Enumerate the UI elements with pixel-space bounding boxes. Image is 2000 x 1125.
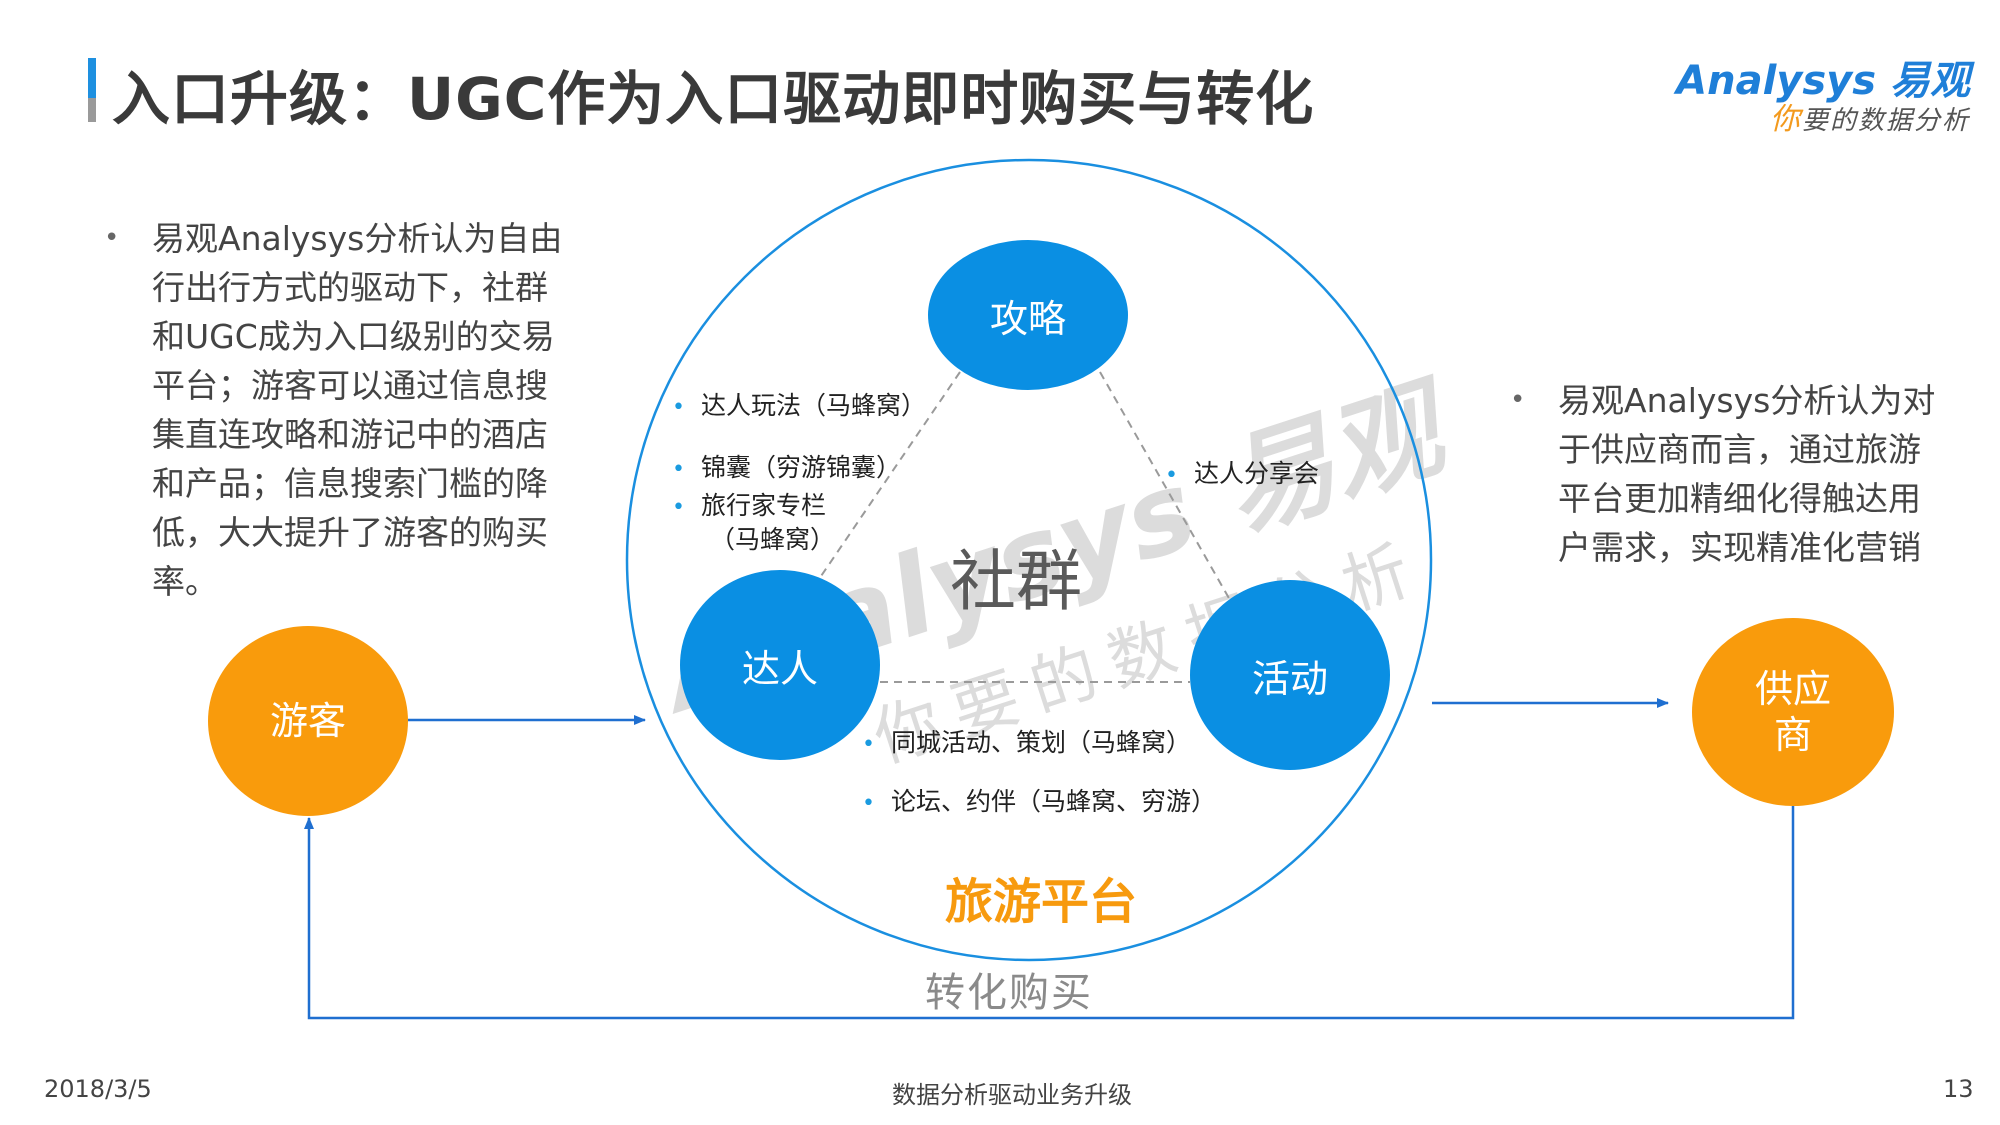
analysys-logo: Analysys 易观 你要的数据分析 — [1676, 48, 1970, 137]
triangle-edge-left — [814, 371, 961, 586]
bullet-icon: • — [104, 223, 120, 253]
node-supplier: 供应 商 — [1692, 618, 1894, 806]
node-tourist: 游客 — [208, 626, 408, 816]
logo-brand: Analysys 易观 — [1676, 48, 1970, 106]
bullet-dot-icon: • — [672, 457, 685, 482]
feature-item: • 达人分享会 — [1165, 458, 1319, 492]
feature-text-continued: （马蜂窝） — [710, 525, 836, 554]
logo-brand-cn: 易观 — [1890, 58, 1970, 104]
logo-brand-en: Analysys — [1676, 58, 1877, 104]
feature-item: • 锦囊（穷游锦囊） — [672, 452, 901, 486]
node-guides-label: 攻略 — [989, 296, 1066, 341]
left-analysis-text: • 易观Analysys分析认为自由行出行方式的驱动下，社群和UGC成为入口级别… — [104, 214, 564, 606]
bullet-icon: • — [1510, 385, 1526, 415]
bullet-dot-icon: • — [862, 791, 875, 816]
node-supplier-label-line1: 供应 — [1754, 667, 1831, 711]
feature-item: • 达人玩法（马蜂窝） — [672, 390, 926, 424]
footer-date: 2018/3/5 — [44, 1075, 152, 1103]
node-guides: 攻略 — [928, 240, 1128, 390]
bullet-dot-icon: • — [672, 395, 685, 420]
title-accent-bar — [88, 58, 96, 122]
node-experts: 达人 — [680, 570, 880, 760]
feature-text: 论坛、约伴（马蜂窝、穷游） — [890, 787, 1216, 816]
page-title: 入口升级：UGC作为入口驱动即时购买与转化 — [112, 65, 1315, 133]
node-activities: 活动 — [1190, 580, 1390, 770]
feature-item: • 论坛、约伴（马蜂窝、穷游） — [862, 786, 1216, 820]
arrow-conversion-loop — [304, 806, 1795, 1020]
feature-text: 锦囊（穷游锦囊） — [700, 453, 901, 482]
footer-report-title: 数据分析驱动业务升级 — [892, 1081, 1132, 1109]
travel-platform-circle — [625, 158, 1433, 962]
feature-item: • 旅行家专栏 （马蜂窝） — [672, 490, 835, 556]
logo-slogan-rest: 要的数据分析 — [1801, 106, 1970, 136]
left-analysis-paragraph: 易观Analysys分析认为自由行出行方式的驱动下，社群和UGC成为入口级别的交… — [152, 219, 563, 601]
feature-text: 达人分享会 — [1193, 459, 1319, 488]
node-experts-label: 达人 — [741, 646, 818, 691]
feature-item: • 同城活动、策划（马蜂窝） — [862, 727, 1191, 761]
feature-text: 同城活动、策划（马蜂窝） — [890, 728, 1191, 757]
node-tourist-label: 游客 — [269, 699, 346, 743]
bullet-dot-icon: • — [672, 495, 685, 520]
node-supplier-label-line2: 商 — [1773, 713, 1812, 757]
right-analysis-paragraph: 易观Analysys分析认为对于供应商而言，通过旅游平台更加精细化得触达用户需求… — [1558, 381, 1936, 567]
bullet-dot-icon: • — [1165, 463, 1178, 488]
right-analysis-text: • 易观Analysys分析认为对于供应商而言，通过旅游平台更加精细化得触达用户… — [1510, 376, 1950, 572]
footer-page-number: 13 — [1943, 1075, 1974, 1103]
logo-slogan-first: 你 — [1769, 102, 1802, 137]
conversion-purchase-label: 转化购买 — [925, 970, 1093, 1016]
feature-text: 旅行家专栏 — [700, 491, 826, 520]
node-activities-label: 活动 — [1251, 656, 1328, 701]
feature-text: 达人玩法（马蜂窝） — [700, 391, 926, 420]
travel-platform-label: 旅游平台 — [945, 874, 1138, 930]
bullet-dot-icon: • — [862, 732, 875, 757]
triangle-edge-right — [1099, 371, 1231, 601]
logo-slogan: 你要的数据分析 — [1770, 94, 1970, 138]
community-label: 社群 — [950, 543, 1082, 620]
